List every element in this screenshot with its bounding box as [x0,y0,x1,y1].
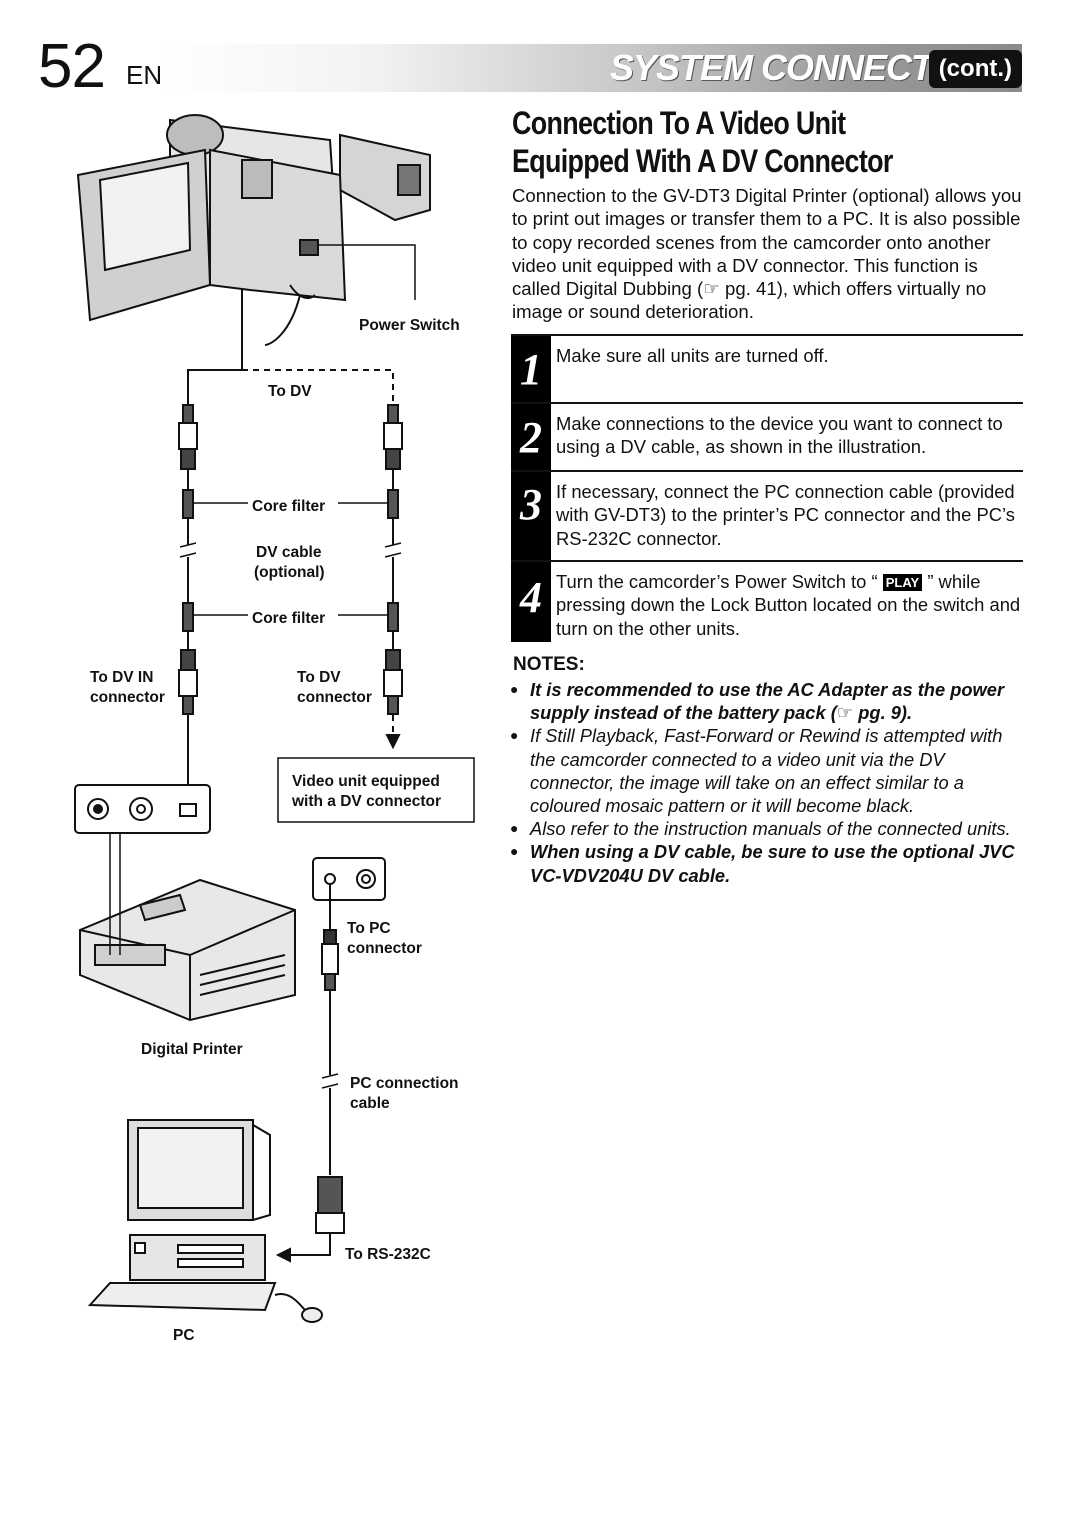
note-item: If Still Playback, Fast-Forward or Rewin… [510,724,1025,817]
step-4: 4 Turn the camcorder’s Power Switch to “… [511,560,1023,642]
pc-illustration [87,1119,323,1323]
section-title: Connection To A Video Unit Equipped With… [512,105,893,179]
dv-cable-right [383,404,403,715]
label-dv-cable: DV cable [256,544,322,561]
label-power-switch: Power Switch [359,317,460,334]
label-pc: PC [173,1327,195,1344]
header-band [160,44,1022,92]
video-unit-box [277,757,475,823]
step-text-after: ” while pressing down the Lock Button lo… [556,571,1021,639]
label-video-unit: Video unit equipped [292,773,440,790]
label-to-dv-in-connector: connector [90,689,165,706]
step-number: 2 [511,404,551,472]
step-3: 3 If necessary, connect the PC connectio… [511,470,1023,562]
label-to-dv-right: To DV [297,669,341,686]
note-item: It is recommended to use the AC Adapter … [510,678,1025,724]
step-text: Turn the camcorder’s Power Switch to “ P… [556,570,1026,640]
intro-paragraph: Connection to the GV-DT3 Digital Printer… [512,185,1022,323]
step-text: If necessary, connect the PC connection … [556,481,1015,549]
label-pc-connection-cable: cable [350,1095,390,1112]
note-item: Also refer to the instruction manuals of… [510,817,1025,840]
label-to-pc: To PC [347,920,391,937]
camcorder-illustration [76,114,431,346]
step-2: 2 Make connections to the device you wan… [511,402,1023,472]
step-text: Make connections to the device you want … [556,413,1003,458]
label-to-dv: To DV [268,383,312,400]
step-1: 1 Make sure all units are turned off. [511,334,1023,404]
step-text: Make sure all units are turned off. [556,345,829,366]
label-video-unit-dv: with a DV connector [292,793,441,810]
step-number: 1 [511,336,551,404]
dv-cable-left [178,404,198,715]
step-number: 4 [511,562,551,642]
notes-heading: NOTES: [513,654,585,675]
notes-list: It is recommended to use the AC Adapter … [510,678,1025,887]
connection-diagram: Power Switch To DV Core filter DV cable … [0,95,500,1355]
label-pc-connection: PC connection [350,1075,459,1092]
label-dv-cable-optional: (optional) [254,564,325,581]
continued-badge: (cont.) [928,50,1022,88]
diagram-artwork [74,114,475,1323]
label-core-filter-upper: Core filter [252,498,326,515]
label-to-pc-connector: connector [347,940,422,957]
step-number: 3 [511,472,551,562]
step-text-before: Turn the camcorder’s Power Switch to “ [556,571,883,592]
printer-connector-panel [74,784,211,834]
label-to-dv-right-connector: connector [297,689,372,706]
label-digital-printer: Digital Printer [141,1041,243,1058]
label-to-rs232c: To RS-232C [345,1246,431,1263]
play-mode-icon: PLAY [882,574,923,591]
page-language: EN [126,60,163,90]
digital-printer-illustration [79,878,296,1022]
label-to-dv-in: To DV IN [90,669,154,686]
page-number: 52 [38,32,106,101]
note-item: When using a DV cable, be sure to use th… [510,840,1025,886]
label-core-filter-lower: Core filter [252,610,326,627]
